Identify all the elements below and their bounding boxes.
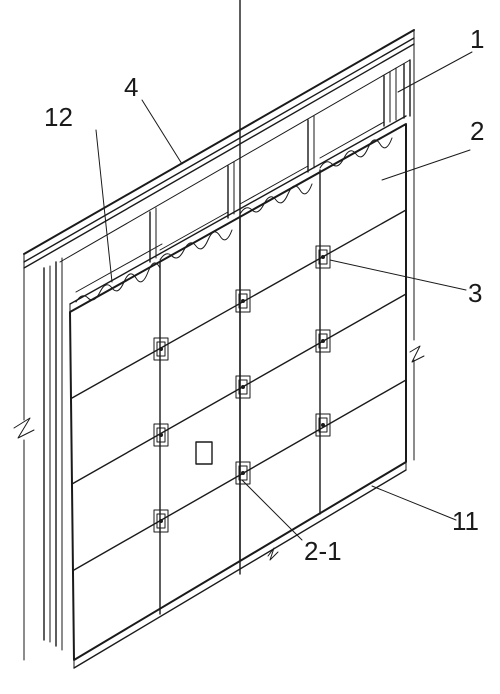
label-2-1: 2-1 (304, 536, 342, 566)
clip (235, 461, 251, 485)
label-11: 11 (452, 506, 479, 536)
clip (153, 337, 169, 361)
clip (315, 245, 331, 269)
clip (315, 413, 331, 437)
callout-labels: 1 2 3 4 12 11 2-1 (44, 24, 484, 566)
label-12: 12 (44, 102, 73, 132)
clip (315, 329, 331, 353)
clip (153, 423, 169, 447)
label-3: 3 (468, 278, 482, 308)
left-wall-edge (13, 267, 35, 661)
clip (153, 509, 169, 533)
clip (235, 375, 251, 399)
label-4: 4 (124, 72, 138, 102)
vertical-studs (43, 43, 425, 651)
clip (235, 289, 251, 313)
leader-lines (95, 51, 473, 541)
label-2: 2 (470, 116, 484, 146)
connector-clips (153, 245, 331, 533)
panel-board (69, 0, 407, 669)
label-1: 1 (470, 24, 484, 54)
top-beam (23, 29, 415, 269)
inspection-opening (195, 441, 213, 465)
